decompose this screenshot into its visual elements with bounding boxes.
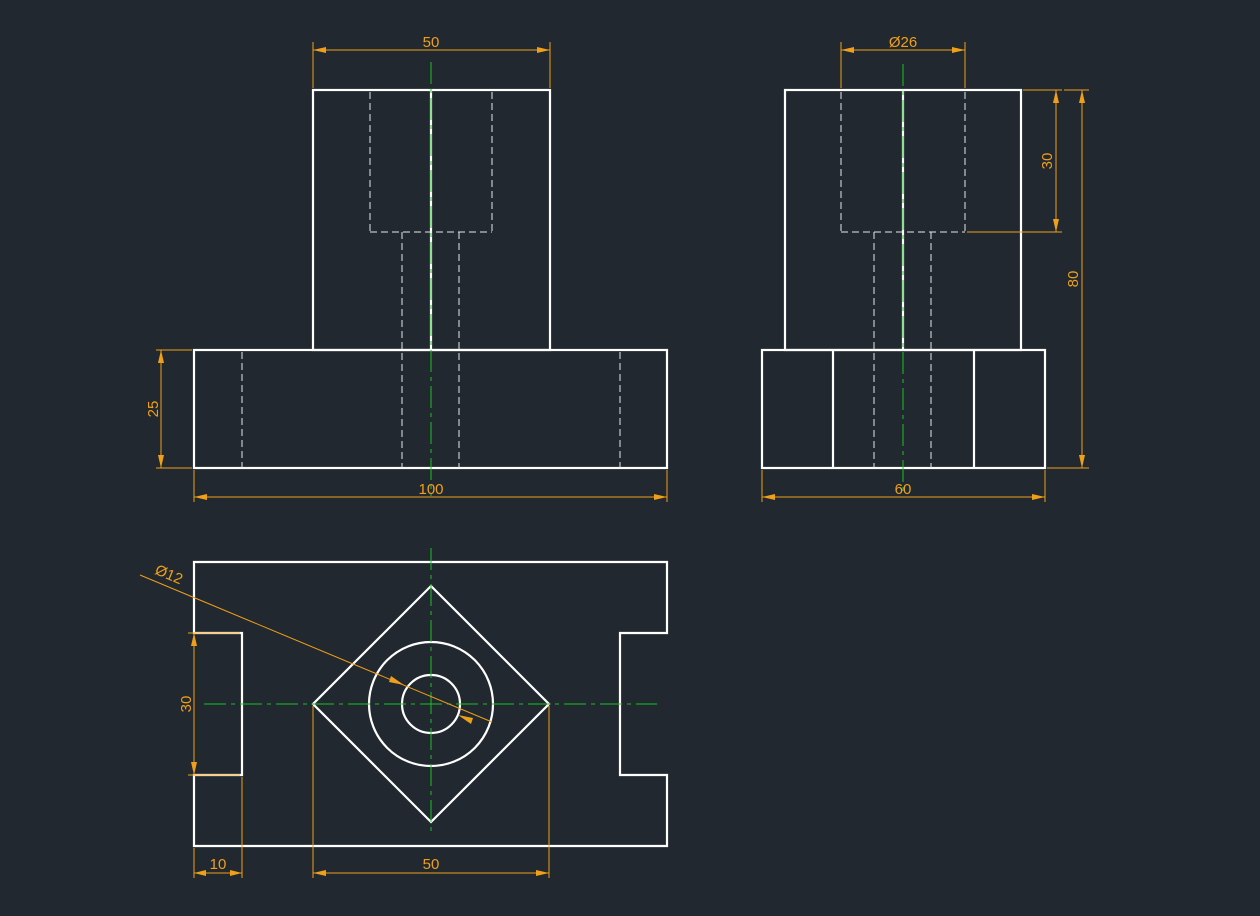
top-dim-slot-depth: 10 <box>193 777 243 878</box>
side-dim-bore-diameter: Ø26 <box>840 34 966 88</box>
front-dim-top-width-text: 50 <box>423 34 440 51</box>
top-dim-slot-depth-text: 10 <box>210 856 227 873</box>
front-hidden-counterbore <box>369 92 493 233</box>
side-view: Ø26 30 80 60 <box>760 34 1089 502</box>
top-dim-slot-width: 30 <box>178 632 240 776</box>
side-hidden-through-hole <box>873 232 932 468</box>
top-dim-square-width-text: 50 <box>423 856 440 873</box>
front-hidden-slots <box>241 352 621 468</box>
side-dim-bore-diameter-text: Ø26 <box>889 34 917 51</box>
top-outline <box>192 560 669 848</box>
front-hidden-through-hole <box>401 232 460 468</box>
front-view: 50 25 100 <box>145 34 669 502</box>
side-dim-bore-depth-text: 30 <box>1039 153 1056 170</box>
side-dim-bore-depth: 30 <box>967 89 1062 233</box>
side-dim-overall-width: 60 <box>761 470 1046 502</box>
side-dim-overall-height-text: 80 <box>1065 271 1082 288</box>
side-dim-overall-height: 80 <box>1047 89 1089 469</box>
front-dim-base-height-text: 25 <box>145 401 162 418</box>
side-hidden-counterbore <box>840 92 966 233</box>
front-dim-overall-width: 100 <box>193 470 668 502</box>
top-dim-slot-width-text: 30 <box>178 696 195 713</box>
side-dim-overall-width-text: 60 <box>895 481 912 498</box>
front-dim-overall-width-text: 100 <box>418 481 443 498</box>
top-dim-hole-diameter-text: Ø12 <box>152 561 185 588</box>
front-dim-top-width: 50 <box>312 34 551 88</box>
top-view: Ø12 30 10 50 <box>139 548 669 878</box>
front-dim-base-height: 25 <box>145 349 192 469</box>
top-dim-square-width: 50 <box>312 706 550 878</box>
